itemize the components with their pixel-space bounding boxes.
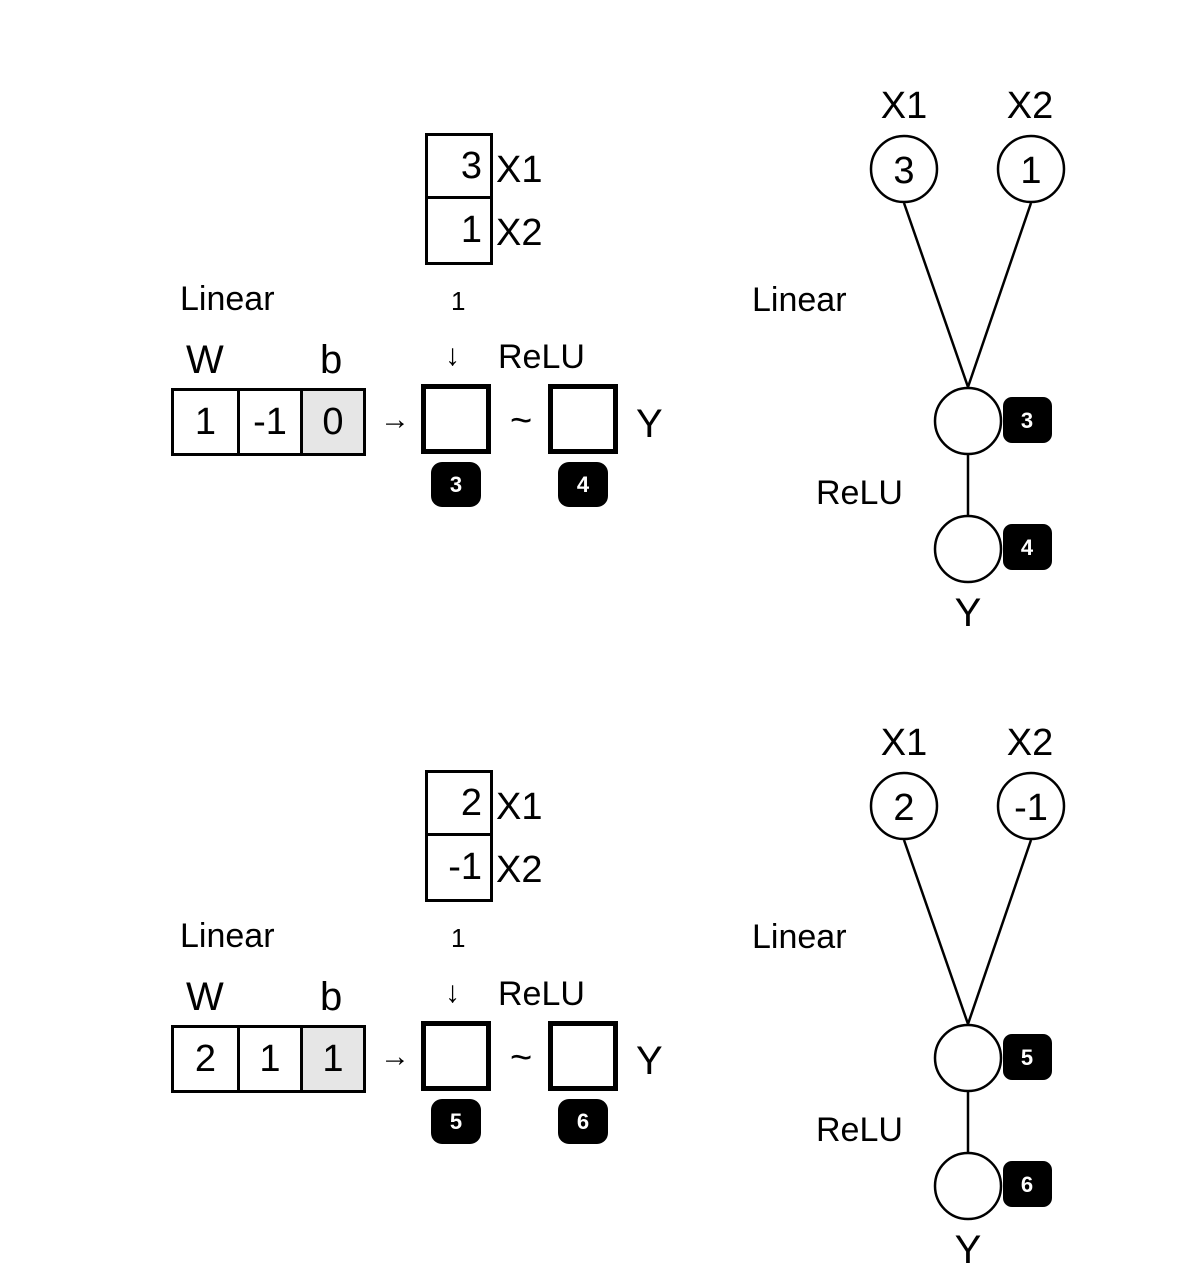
graph-hidden-badge [1003,397,1052,443]
graph-relu-label: ReLU [816,474,903,512]
graph-hidden-badge-text: 5 [1021,1045,1033,1070]
node-x1-value: 2 [893,787,914,829]
hidden-badge: 3 [431,462,481,507]
graph-output-badge-text: 4 [1021,535,1034,560]
node-output [933,514,1003,584]
relu-output-box [548,1021,618,1091]
network-panel-1: 3 1 X1 X2 Linear 1 W b ↓ ReLU 1 -1 0 → ~… [171,85,1066,635]
node-x1-value: 3 [893,150,914,192]
arrow-right-icon: → [380,403,410,436]
graph-output-badge [1003,524,1052,570]
bias-label: b [320,975,343,1019]
graph-linear-label: Linear [752,281,847,319]
node-x2-label: X2 [1007,722,1053,764]
graph-output-badge-text: 6 [1021,1172,1033,1197]
input-x2-label: X2 [496,212,543,254]
bias-input-value: 1 [451,286,466,316]
node-hidden [933,386,1003,456]
node-x2 [996,134,1066,204]
input-x2-label: X2 [496,849,543,891]
graph-linear-label: Linear [752,918,847,956]
input-x1-label: X1 [496,786,543,828]
weight-w2: -1 [237,391,300,453]
tilde-icon: ~ [510,1037,533,1079]
input-vector: 3 1 [425,133,493,265]
hidden-badge: 5 [431,1099,481,1144]
node-x1-label: X1 [881,85,927,127]
output-badge: 6 [558,1099,608,1144]
weight-row: 1 -1 0 [171,388,366,456]
input-x2-value: -1 [448,846,482,888]
arrow-down-icon: ↓ [445,976,460,1009]
graph-hidden-badge [1003,1034,1052,1080]
node-hidden [933,1023,1003,1093]
graph-view: X1 X2 2 -1 Linear ReLU Y 5 6 [752,722,1066,1272]
graph-relu-label: ReLU [816,1111,903,1149]
graph-output-label: Y [955,1228,982,1272]
input-x1-label: X1 [496,149,543,191]
weight-w1: 1 [194,400,217,443]
bias-value: 0 [300,391,363,453]
bias-value: 1 [300,1028,363,1090]
weights-label: W [186,338,224,382]
linear-label: Linear [180,917,275,955]
weights-label: W [186,975,224,1019]
graph-hidden-badge-text: 3 [1021,408,1033,433]
edge-x1-hidden [902,202,970,388]
graph-output-label: Y [955,591,982,635]
edge-x2-hidden [966,202,1033,388]
weight-w1: 2 [194,1037,217,1080]
relu-output-box [548,384,618,454]
input-x2-value: 1 [460,209,482,251]
graph-view: X1 X2 3 1 Linear ReLU Y 3 4 [752,85,1066,635]
node-x2-label: X2 [1007,85,1053,127]
node-x1-label: X1 [881,722,927,764]
output-badge: 4 [558,462,608,507]
output-y-label: Y [636,402,663,446]
input-x1-value: 3 [428,136,490,199]
edge-x2-hidden [966,839,1033,1025]
node-x1 [869,771,939,841]
edge-x1-hidden [902,839,970,1025]
hidden-output-box [421,1021,491,1091]
linear-label: Linear [180,280,275,318]
weight-w2: 1 [237,1028,300,1090]
node-x2-value: -1 [1014,787,1048,829]
graph-output-badge [1003,1161,1052,1207]
input-x1-value: 2 [428,773,490,836]
node-x2-value: 1 [1020,150,1041,192]
node-output [933,1151,1003,1221]
node-x2 [996,771,1066,841]
network-panel-2: 2 -1 X1 X2 Linear 1 W b ↓ ReLU 2 1 1 → ~… [0,637,1179,1277]
input-vector: 2 -1 [425,770,493,902]
relu-label: ReLU [498,975,585,1013]
output-y-label: Y [636,1039,663,1083]
hidden-output-box [421,384,491,454]
bias-label: b [320,338,343,382]
weight-row: 2 1 1 [171,1025,366,1093]
arrow-down-icon: ↓ [445,339,460,372]
relu-label: ReLU [498,338,585,376]
arrow-right-icon: → [380,1040,410,1073]
node-x1 [869,134,939,204]
tilde-icon: ~ [510,400,533,442]
bias-input-value: 1 [451,923,466,953]
